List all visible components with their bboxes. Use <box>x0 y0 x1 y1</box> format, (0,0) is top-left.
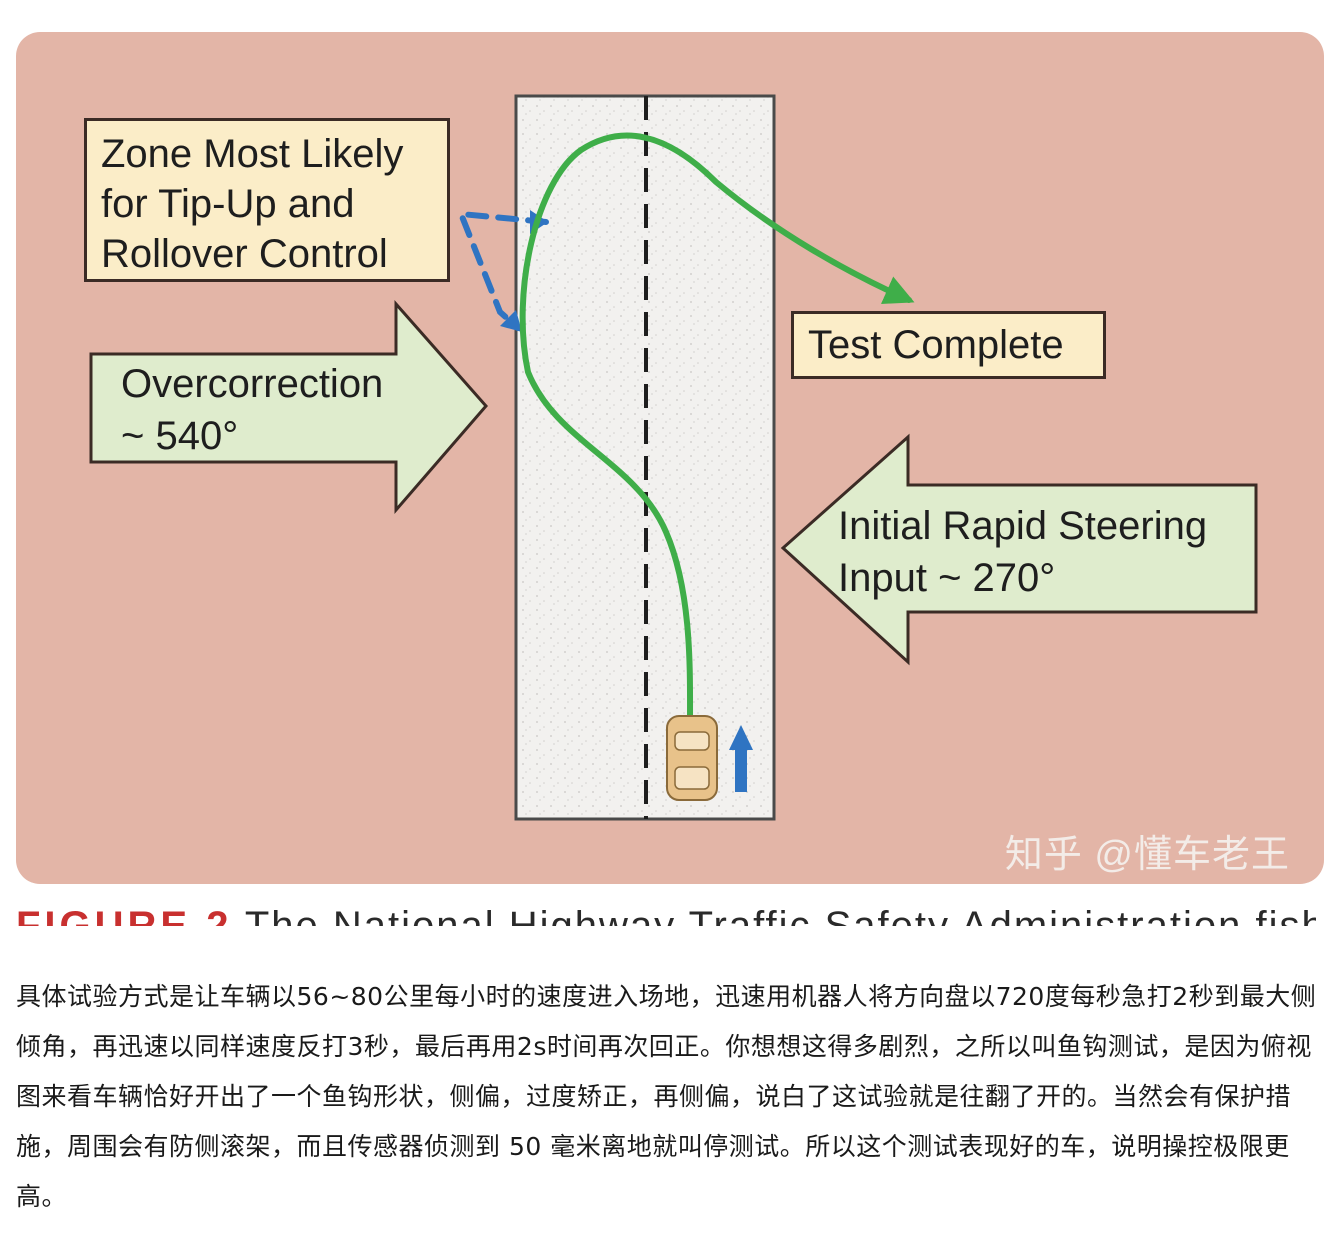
dashed-blue-arrowhead-lower <box>500 310 522 332</box>
overcorrection-text: Overcorrection ~ 540° <box>121 358 383 462</box>
steering-input-title: Initial Rapid Steering <box>838 504 1208 548</box>
steering-input-text: Initial Rapid Steering Input ~ 270° <box>838 500 1207 604</box>
overcorrection-arrow <box>89 300 488 515</box>
overcorrection-title: Overcorrection <box>121 362 384 406</box>
figure-caption: FIGURE 2 The National Highway Traffic Sa… <box>16 902 1316 926</box>
watermark: 知乎 @懂车老王 <box>1004 834 1290 876</box>
overcorrection-angle: ~ 540° <box>121 414 239 458</box>
article-paragraph: 具体试验方式是让车辆以56~80公里每小时的速度进入场地，迅速用机器人将方向盘以… <box>16 982 1317 1211</box>
caption-figure-number: FIGURE 2 <box>16 904 233 926</box>
car-icon <box>666 715 718 801</box>
test-complete-label: Test Complete <box>791 311 1106 379</box>
rollover-zone-label: Zone Most Likely for Tip-Up and Rollover… <box>84 118 450 282</box>
dashed-blue-bracket <box>456 210 549 331</box>
zone-label-line-1: Zone Most Likely <box>101 132 404 176</box>
up-arrow-icon <box>729 725 753 792</box>
zone-label-line-3: Rollover Control <box>101 232 388 276</box>
diagram-canvas <box>89 94 1258 821</box>
zone-label-line-2: for Tip-Up and <box>101 182 355 226</box>
fishhook-path <box>519 132 915 725</box>
fishhook-diagram: Zone Most Likely for Tip-Up and Rollover… <box>16 32 1324 884</box>
steering-input-angle: Input ~ 270° <box>838 556 1056 600</box>
steering-input-arrow <box>780 433 1258 666</box>
caption-text: The National Highway Traffic Safety Admi… <box>244 904 1316 926</box>
